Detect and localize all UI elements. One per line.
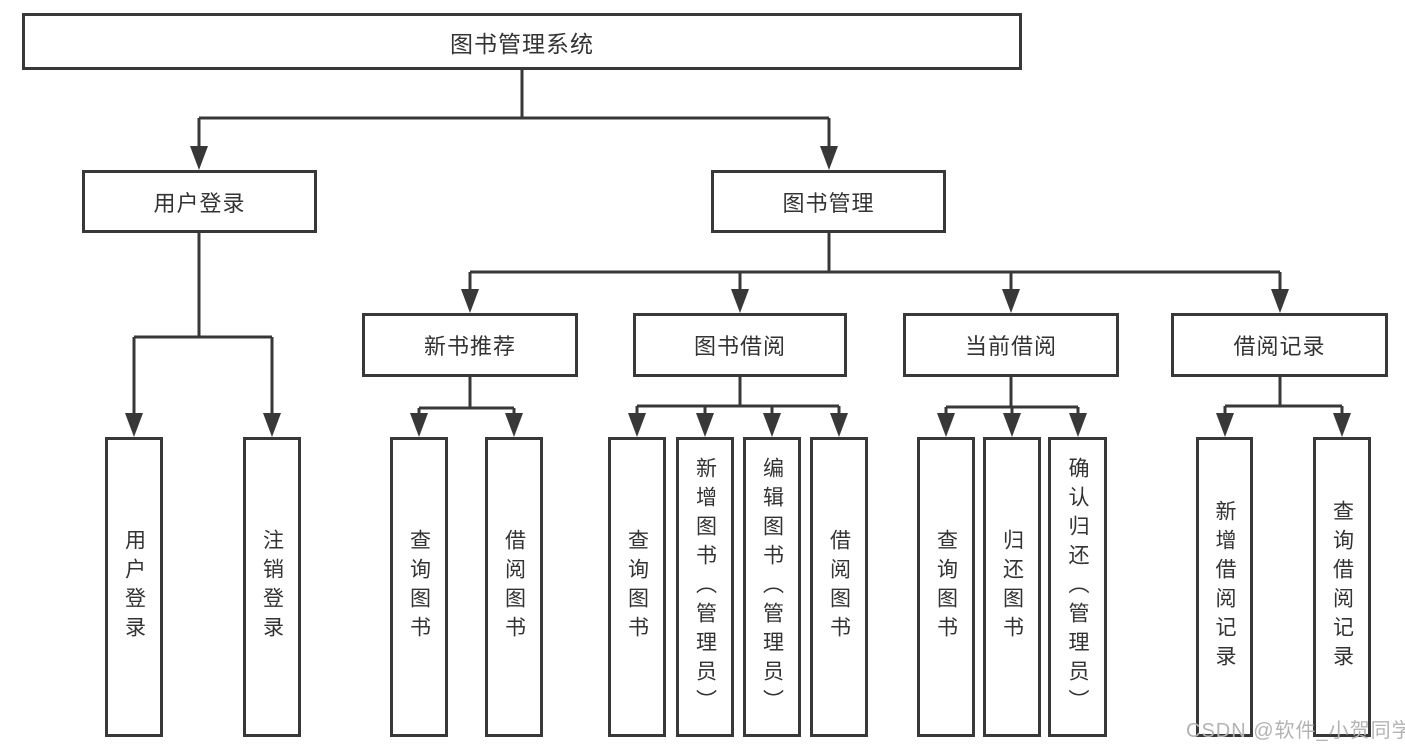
node-new-book-recommend: 新书推荐 <box>362 313 578 377</box>
leaf-borrow-edit-books-admin: 编辑图书（管理员） <box>743 437 801 737</box>
leaf-borrow-borrow-books: 借阅图书 <box>810 437 868 737</box>
connector-mgmt-to-level3 <box>461 233 1289 313</box>
leaf-borrow-add-books-admin: 新增图书（管理员） <box>676 437 734 737</box>
leaf-records-add-borrow-record: 新增借阅记录 <box>1196 437 1253 737</box>
leaf-newbook-borrow-books: 借阅图书 <box>485 437 543 737</box>
node-root-library-system: 图书管理系统 <box>22 13 1022 70</box>
leaf-records-query-borrow-record: 查询借阅记录 <box>1313 437 1371 737</box>
leaf-current-confirm-return-admin: 确认归还（管理员） <box>1048 437 1107 737</box>
leaf-current-query-books: 查询图书 <box>917 437 975 737</box>
leaf-logout: 注销登录 <box>243 437 301 737</box>
node-current-borrow: 当前借阅 <box>903 313 1119 377</box>
node-book-management: 图书管理 <box>711 170 946 233</box>
leaf-user-login: 用户登录 <box>105 437 163 737</box>
leaf-current-return-books: 归还图书 <box>983 437 1041 737</box>
connector-records-to-children <box>1216 377 1351 437</box>
connector-borrow-to-children <box>628 377 848 437</box>
connector-login-to-children <box>125 233 281 437</box>
node-user-login: 用户登录 <box>82 170 317 233</box>
connector-newbook-to-children <box>410 377 523 437</box>
connector-current-to-children <box>937 377 1087 437</box>
node-book-borrow: 图书借阅 <box>633 313 847 377</box>
connector-root-to-level2 <box>190 69 838 170</box>
leaf-newbook-query-books: 查询图书 <box>390 437 448 737</box>
csdn-watermark: CSDN @软件_小贺同学 <box>1186 720 1405 742</box>
leaf-borrow-query-books: 查询图书 <box>608 437 666 737</box>
node-borrow-records: 借阅记录 <box>1171 313 1388 377</box>
